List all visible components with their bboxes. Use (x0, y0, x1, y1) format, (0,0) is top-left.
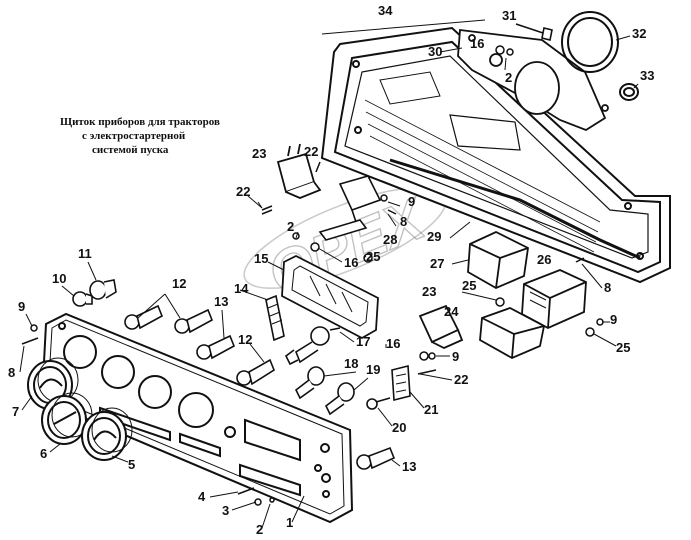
callout-21: 21 (424, 402, 438, 417)
callout-23-b: 23 (422, 284, 436, 299)
callout-32: 32 (632, 26, 646, 41)
leader-lines (19, 35, 639, 529)
callout-22-a: 22 (304, 144, 318, 159)
callout-19: 19 (366, 362, 380, 377)
regulator-26 (521, 269, 587, 330)
callout-13-b: 13 (402, 459, 416, 474)
callout-1: 1 (286, 515, 293, 530)
indicator-lamp-12-lower (236, 343, 275, 386)
callout-6: 6 (40, 446, 47, 461)
indicator-lamp-13-upper (196, 309, 236, 360)
callout-31: 31 (502, 8, 516, 23)
callout-15: 15 (254, 251, 268, 266)
instrument-housing (320, 26, 671, 284)
callout-16-c: 16 (386, 336, 400, 351)
callout-26: 26 (537, 252, 551, 267)
screw-20 (366, 397, 391, 410)
indicator-lamp-13-lower (356, 446, 396, 470)
callout-9-a: 9 (408, 194, 415, 209)
relay-23-lower (418, 304, 464, 349)
gauge-5 (81, 407, 133, 461)
switch-18 (294, 366, 325, 400)
connector-21 (391, 364, 411, 402)
callout-2-c: 2 (256, 522, 263, 537)
leader-34 (321, 19, 486, 35)
callout-14: 14 (234, 281, 249, 296)
screw-31 (515, 23, 553, 41)
callout-25-c: 25 (616, 340, 630, 355)
callout-13-a: 13 (214, 294, 228, 309)
callout-11: 11 (78, 246, 92, 261)
callout-30: 30 (428, 44, 442, 59)
title-line-1: Щиток приборов для тракторов (60, 116, 220, 128)
terminal-strip-14 (239, 289, 285, 342)
callout-23-a: 23 (252, 146, 266, 161)
callout-12-a: 12 (172, 276, 186, 291)
callout-16-b: 16 (344, 255, 358, 270)
mounting-plate (457, 28, 609, 132)
callout-7: 7 (12, 404, 19, 419)
callout-29: 29 (427, 229, 441, 244)
callout-33: 33 (640, 68, 654, 83)
gasket-ring (561, 11, 619, 73)
callout-4: 4 (198, 489, 206, 504)
indicator-lamp-12-upper (124, 293, 214, 334)
fasteners (21, 45, 604, 506)
callout-25-a: 25 (366, 249, 380, 264)
callout-9-d: 9 (452, 349, 459, 364)
callout-5: 5 (128, 457, 135, 472)
callout-28: 28 (383, 232, 397, 247)
callout-16-a: 16 (470, 36, 484, 51)
callout-labels: 34 31 32 30 16 2 33 23 22 22 9 8 2 28 29… (8, 3, 654, 537)
front-panel (40, 312, 354, 524)
gauge-6 (41, 392, 93, 445)
callout-22-b: 22 (236, 184, 250, 199)
callout-2-a: 2 (505, 70, 512, 85)
callout-2-b: 2 (287, 219, 294, 234)
fuse-block-15 (281, 254, 379, 340)
callout-8-b: 8 (604, 280, 611, 295)
callout-12-b: 12 (238, 332, 252, 347)
relay-block-27 (467, 231, 529, 290)
callout-9-c: 9 (18, 299, 25, 314)
switch-17 (284, 326, 341, 366)
callout-3: 3 (222, 503, 229, 518)
title-line-2: с электростартерной (82, 130, 186, 142)
relay-24 (479, 307, 546, 360)
bracket-28 (318, 175, 382, 241)
lamp-10 (72, 291, 93, 307)
callout-18: 18 (344, 356, 358, 371)
small-ring (619, 83, 639, 101)
switch-19 (324, 382, 355, 416)
callout-10: 10 (52, 271, 66, 286)
title-line-3: системой пуска (92, 144, 169, 156)
callout-8-a: 8 (400, 214, 407, 229)
callout-34: 34 (378, 3, 393, 18)
relay-23-upper (276, 143, 322, 199)
callout-25-b: 25 (462, 278, 476, 293)
callout-22-c: 22 (454, 372, 468, 387)
callout-27: 27 (430, 256, 444, 271)
callout-24: 24 (444, 304, 459, 319)
callout-20: 20 (392, 420, 406, 435)
callout-17: 17 (356, 334, 370, 349)
callout-8-c: 8 (8, 365, 15, 380)
callout-9-b: 9 (610, 312, 617, 327)
lamp-socket-11 (89, 279, 117, 300)
